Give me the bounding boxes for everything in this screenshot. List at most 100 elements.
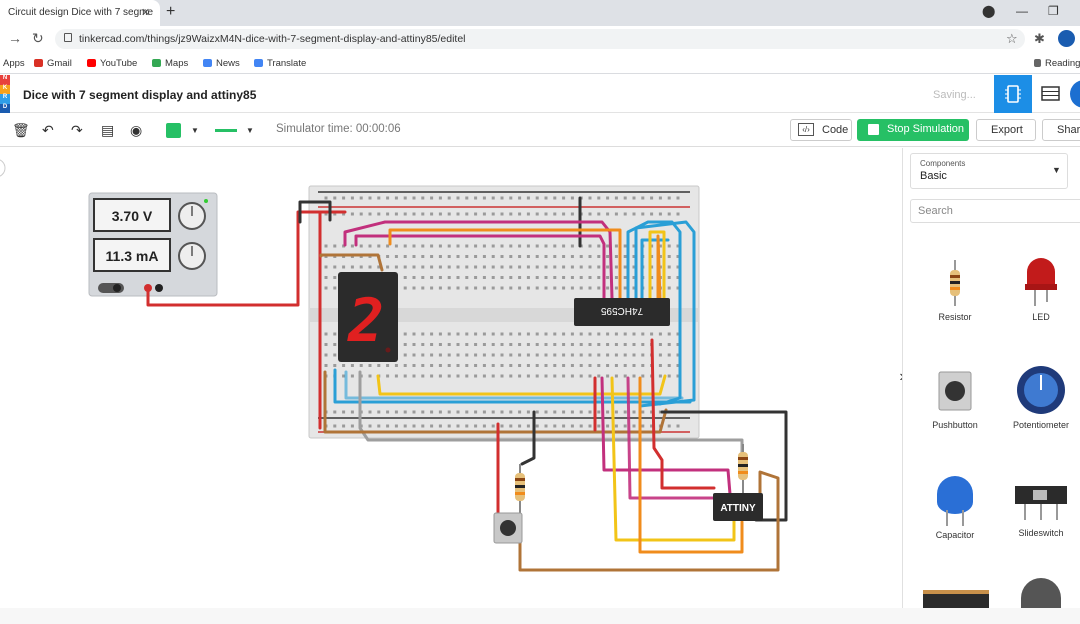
part-pushbutton[interactable]: Pushbutton bbox=[910, 366, 1000, 430]
circuit-canvas[interactable]: 3.70 V 11.3 mA bbox=[0, 148, 902, 608]
breadboard-hole bbox=[623, 332, 627, 336]
breadboard-hole bbox=[500, 332, 504, 336]
undo-icon[interactable]: ↶ bbox=[42, 122, 54, 138]
breadboard-hole bbox=[482, 424, 486, 428]
breadboard-hole bbox=[368, 196, 372, 200]
browser-tab[interactable]: Circuit design Dice with 7 segme bbox=[0, 0, 160, 26]
breadboard-hole bbox=[447, 276, 451, 279]
search-input[interactable]: Search bbox=[910, 199, 1080, 223]
visibility-icon[interactable]: ◉ bbox=[130, 122, 143, 138]
breadboard-hole bbox=[570, 410, 574, 414]
breadboard-hole bbox=[562, 244, 566, 248]
breadboard-hole bbox=[500, 374, 504, 378]
breadboard-hole bbox=[553, 343, 557, 346]
back-arrow-icon[interactable]: → bbox=[8, 30, 22, 46]
profile-avatar[interactable] bbox=[1058, 30, 1075, 47]
canvas-zoom-control[interactable] bbox=[0, 159, 6, 177]
bookmark-news[interactable]: News bbox=[203, 58, 240, 69]
export-button[interactable]: Export bbox=[976, 119, 1036, 141]
circuit-view-button[interactable] bbox=[994, 75, 1032, 113]
components-dropdown[interactable]: Components Basic ▼ bbox=[910, 153, 1068, 189]
breadboard-hole bbox=[465, 212, 469, 216]
share-button[interactable]: Share bbox=[1042, 119, 1080, 141]
breadboard-hole bbox=[562, 343, 566, 346]
bookmark-gmail[interactable]: Gmail bbox=[34, 58, 72, 69]
extensions-icon[interactable]: ✱ bbox=[1034, 31, 1045, 46]
breadboard-hole bbox=[553, 424, 557, 428]
breadboard-hole bbox=[535, 424, 539, 428]
breadboard-hole bbox=[588, 196, 592, 200]
delete-icon[interactable]: 🗑 bbox=[12, 122, 30, 138]
breadboard-hole bbox=[465, 255, 469, 258]
bottom-strip bbox=[0, 608, 1080, 624]
bookmark-youtube[interactable]: YouTube bbox=[87, 58, 137, 69]
url-field[interactable]: tinkercad.com/things/jz9WaizxM4N-dice-wi… bbox=[55, 29, 1025, 49]
resistor-1[interactable] bbox=[515, 464, 525, 520]
new-tab-icon[interactable]: + bbox=[166, 3, 176, 20]
circuit-drawing[interactable]: 3.70 V 11.3 mA bbox=[0, 148, 902, 608]
code-button[interactable]: ‹/› Code bbox=[790, 119, 852, 141]
design-title[interactable]: Dice with 7 segment display and attiny85 bbox=[23, 88, 257, 102]
power-supply[interactable]: 3.70 V 11.3 mA bbox=[88, 192, 218, 297]
pushbutton[interactable] bbox=[493, 512, 523, 544]
breadboard-hole bbox=[421, 364, 425, 367]
buzzer-part-partial[interactable] bbox=[1021, 578, 1061, 608]
color-swatch-button[interactable] bbox=[166, 123, 181, 138]
battery-part-partial[interactable] bbox=[923, 590, 989, 608]
profile-menu-icon[interactable]: ⬤ bbox=[982, 4, 996, 18]
part-potentiometer[interactable]: Potentiometer bbox=[996, 364, 1080, 430]
redo-icon[interactable]: ↷ bbox=[71, 122, 83, 138]
user-avatar[interactable] bbox=[1070, 80, 1080, 108]
negative-terminal[interactable] bbox=[155, 284, 163, 292]
part-led[interactable]: LED bbox=[996, 256, 1080, 322]
bookmark-star-icon[interactable]: ☆ bbox=[1006, 31, 1018, 46]
breadboard-hole bbox=[412, 244, 416, 248]
minimize-icon[interactable]: — bbox=[1016, 4, 1028, 18]
breadboard-hole bbox=[526, 332, 530, 336]
breadboard-hole bbox=[632, 276, 636, 279]
lock-icon[interactable] bbox=[64, 33, 72, 42]
seven-segment-display[interactable]: 2 bbox=[338, 272, 398, 362]
breadboard-hole bbox=[412, 424, 416, 428]
stop-icon bbox=[868, 124, 879, 135]
breadboard-hole bbox=[597, 343, 601, 346]
breadboard-hole bbox=[350, 424, 354, 428]
wire-dropdown-icon[interactable]: ▼ bbox=[246, 126, 254, 135]
breadboard-hole bbox=[518, 212, 522, 216]
breadboard-hole bbox=[430, 255, 434, 258]
part-resistor[interactable]: Resistor bbox=[910, 258, 1000, 322]
breadboard-hole bbox=[430, 244, 434, 248]
breadboard-hole bbox=[667, 364, 671, 367]
breadboard-hole bbox=[562, 276, 566, 279]
breadboard-hole bbox=[667, 255, 671, 258]
breadboard-hole bbox=[623, 364, 627, 367]
schematic-view-button[interactable] bbox=[1032, 75, 1070, 113]
reload-icon[interactable]: ↻ bbox=[32, 30, 44, 46]
part-capacitor[interactable]: Capacitor bbox=[910, 472, 1000, 540]
breadboard-hole bbox=[606, 424, 610, 428]
reading-list[interactable]: Reading bbox=[1034, 58, 1080, 69]
attiny-chip[interactable]: ATTINY bbox=[713, 493, 763, 521]
breadboard-hole bbox=[474, 424, 478, 428]
notes-icon[interactable]: ▤ bbox=[101, 122, 115, 138]
bookmark-translate[interactable]: Translate bbox=[254, 58, 306, 69]
breadboard-hole bbox=[421, 255, 425, 258]
breadboard-hole bbox=[676, 374, 680, 378]
maximize-icon[interactable]: ❐ bbox=[1048, 4, 1059, 18]
bookmark-maps[interactable]: Maps bbox=[152, 58, 188, 69]
part-slideswitch[interactable]: Slideswitch bbox=[996, 478, 1080, 538]
breadboard-hole bbox=[342, 374, 346, 378]
tinkercad-logo[interactable]: N K R D bbox=[0, 75, 10, 113]
color-dropdown-icon[interactable]: ▼ bbox=[191, 126, 199, 135]
stop-simulation-button[interactable]: Stop Simulation bbox=[857, 119, 969, 141]
shift-register-chip[interactable]: 74HC595 bbox=[574, 298, 670, 326]
breadboard-hole bbox=[544, 343, 548, 346]
wires[interactable] bbox=[146, 196, 788, 572]
tab-close-icon[interactable]: ✕ bbox=[141, 7, 151, 19]
breadboard-hole bbox=[482, 196, 486, 200]
breadboard-hole bbox=[333, 353, 337, 357]
resistor-2[interactable] bbox=[738, 444, 748, 494]
breadboard-hole bbox=[535, 374, 539, 378]
wire-style-button[interactable] bbox=[215, 129, 237, 132]
bookmark-apps[interactable]: Apps bbox=[3, 58, 25, 69]
